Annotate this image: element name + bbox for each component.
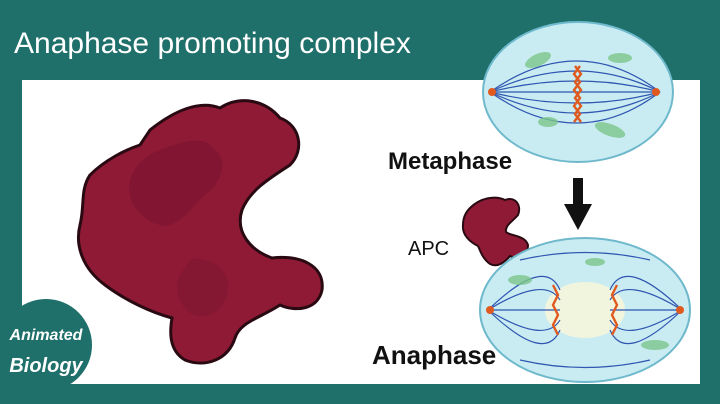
metaphase-cell [482, 21, 674, 163]
title-bar [0, 22, 466, 70]
anaphase-cell [479, 237, 691, 383]
apc-large-shade [129, 140, 223, 226]
logo-line-2: Biology [9, 355, 83, 377]
label-apc: APC [408, 238, 450, 260]
logo-icon: Animated Biology [0, 299, 92, 391]
apc-large-shade-2 [177, 259, 229, 317]
slide-title: Anaphase promoting complex [14, 27, 411, 60]
label-metaphase: Metaphase [388, 148, 513, 175]
arrow-down-icon [564, 178, 592, 230]
apc-large-shape [76, 99, 324, 365]
label-anaphase: Anaphase [372, 340, 497, 370]
logo-line-1: Animated [9, 327, 84, 344]
